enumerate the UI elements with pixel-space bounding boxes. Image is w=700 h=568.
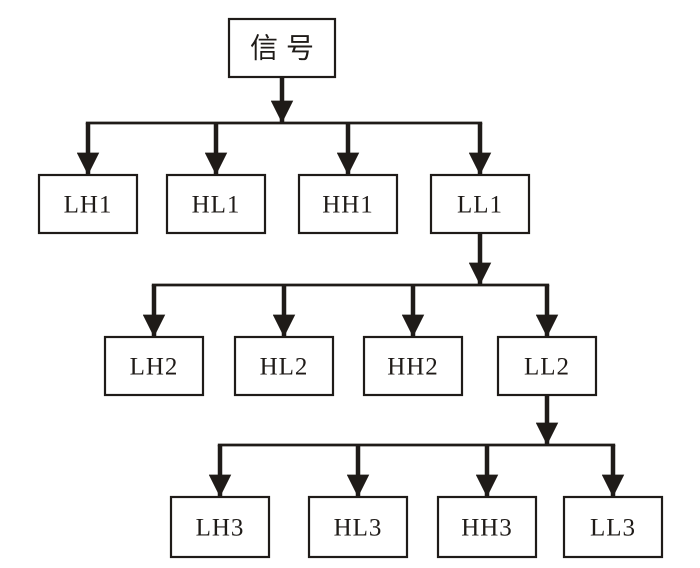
tree-node-ll3-label: LL3: [590, 515, 636, 542]
tree-node-hl2-box: [233, 335, 335, 397]
tree-node-hh2-box: [362, 335, 464, 397]
tree-node-root-box: [227, 17, 337, 79]
tree-node-hh2-label: HH2: [387, 354, 439, 381]
tree-node-hl3: HL3: [307, 495, 409, 559]
tree-node-ll1-box: [429, 173, 531, 235]
tree-node-hh1-box: [297, 173, 399, 235]
tree-node-hh1-label: HH1: [322, 192, 374, 219]
tree-node-ll1: LL1: [429, 173, 531, 235]
tree-node-ll3: LL3: [562, 495, 664, 559]
tree-node-lh1-label: LH1: [64, 192, 113, 219]
tree-node-ll1-label: LL1: [457, 192, 503, 219]
tree-node-lh1-box: [37, 173, 139, 235]
tree-node-hh3-label: HH3: [461, 515, 513, 542]
tree-node-hl2: HL2: [233, 335, 335, 397]
tree-node-hh3: HH3: [436, 495, 538, 559]
tree-node-lh2-box: [103, 335, 205, 397]
tree-node-ll3-box: [562, 495, 664, 559]
tree-node-lh2: LH2: [103, 335, 205, 397]
tree-node-root-label: 信号: [250, 33, 322, 65]
tree-node-hl3-box: [307, 495, 409, 559]
tree-node-lh3-box: [169, 495, 271, 559]
tree-node-hl1-box: [165, 173, 267, 235]
tree-node-hh1: HH1: [297, 173, 399, 235]
tree-node-hl1-label: HL1: [192, 192, 241, 219]
tree-node-ll2: LL2: [496, 335, 598, 397]
tree-node-hl1: HL1: [165, 173, 267, 235]
tree-node-hh2: HH2: [362, 335, 464, 397]
tree-node-ll2-label: LL2: [524, 354, 570, 381]
tree-node-hh3-box: [436, 495, 538, 559]
tree-node-hl2-label: HL2: [260, 354, 309, 381]
tree-node-root: 信号: [227, 17, 337, 79]
tree-node-ll2-box: [496, 335, 598, 397]
tree-node-lh3-label: LH3: [196, 515, 245, 542]
tree-node-lh1: LH1: [37, 173, 139, 235]
tree-node-hl3-label: HL3: [334, 515, 383, 542]
tree-node-lh3: LH3: [169, 495, 271, 559]
tree-node-lh2-label: LH2: [130, 354, 179, 381]
